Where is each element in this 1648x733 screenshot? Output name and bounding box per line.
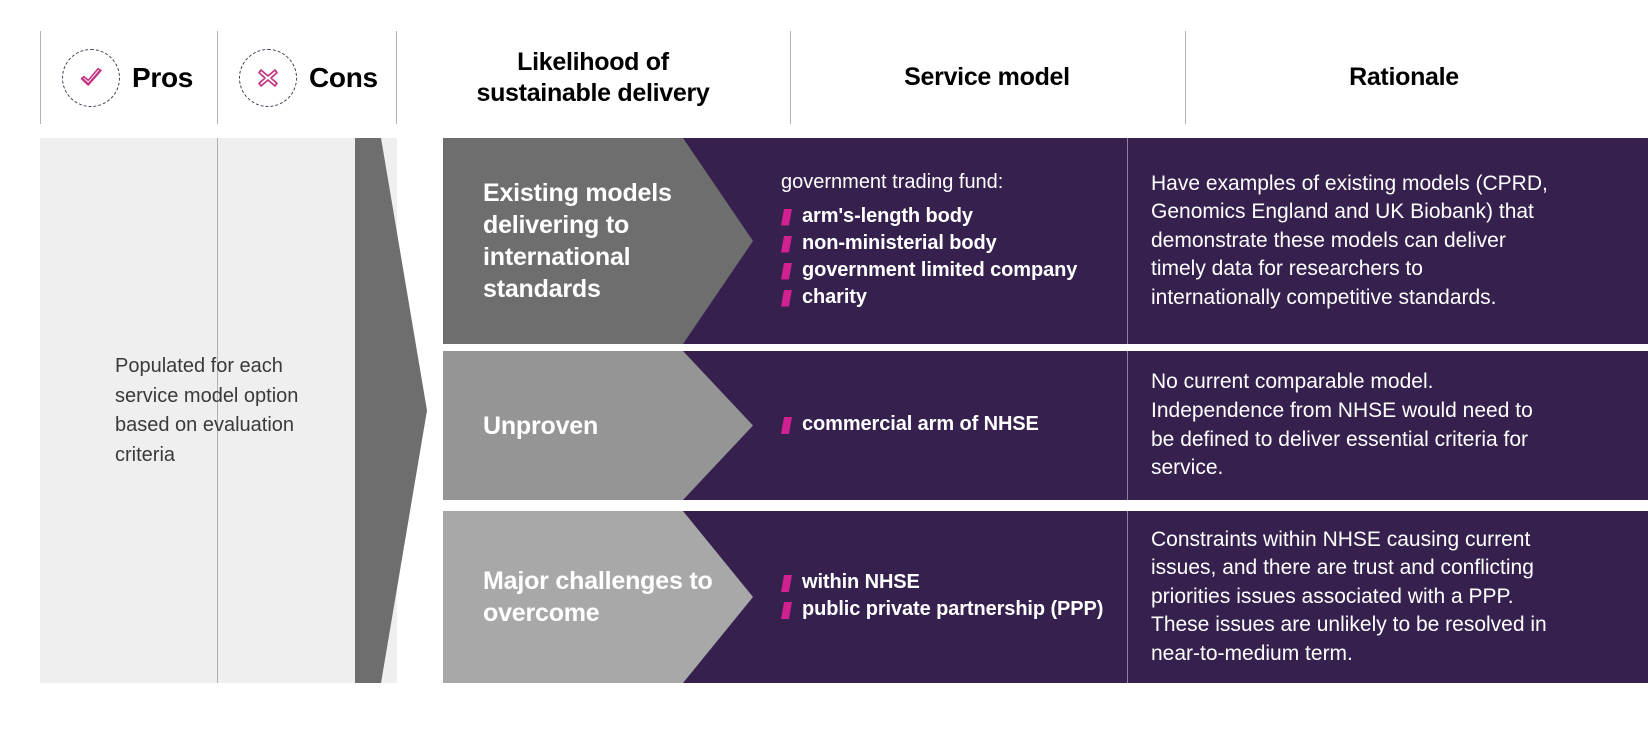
rationale-text: Constraints within NHSE causing current … — [1151, 527, 1547, 665]
bullet-marker-icon — [781, 602, 792, 619]
header-divider-4 — [1185, 31, 1186, 124]
list-item: arm's-length body — [781, 204, 1131, 228]
pros-header: Pros — [62, 40, 193, 116]
bullet-marker-icon — [781, 235, 792, 253]
bullet-marker-icon — [781, 262, 792, 280]
list-item: public private partnership (PPP) — [781, 597, 1131, 621]
list-item: government limited company — [781, 258, 1131, 282]
pros-cons-panel-note: Populated for each service model option … — [115, 355, 299, 466]
cons-label: Cons — [309, 62, 378, 93]
column-header-rationale: Rationale — [1349, 63, 1459, 92]
column-header-service-model: Service model — [904, 63, 1070, 92]
list-item-label: arm's-length body — [802, 204, 973, 227]
row-divider — [1127, 138, 1128, 344]
list-item: non-ministerial body — [781, 231, 1131, 255]
row-chevron-icon — [443, 351, 753, 500]
row-chevron-icon — [443, 138, 753, 344]
row-chevron-icon — [443, 511, 753, 683]
list-item-label: government limited company — [802, 258, 1078, 281]
row-rationale: Constraints within NHSE causing current … — [1151, 511, 1551, 683]
list-item: commercial arm of NHSE — [781, 412, 1131, 436]
row-service-models: within NHSE public private partnership (… — [781, 511, 1131, 683]
list-item: within NHSE — [781, 570, 1131, 594]
row-divider — [1127, 511, 1128, 683]
column-header-likelihood-line1: Likelihood of — [517, 47, 669, 76]
pros-cons-fill-panel — [40, 138, 397, 683]
table-row: Unproven commercial arm of NHSE No curre… — [443, 351, 1648, 500]
table-row: Existing models delivering to internatio… — [443, 138, 1648, 344]
table-row: Major challenges to overcome within NHSE… — [443, 511, 1648, 683]
row-title: Existing models delivering to internatio… — [483, 179, 672, 303]
rationale-text: Have examples of existing models (CPRD, … — [1151, 171, 1548, 309]
list-item-label: charity — [802, 285, 867, 308]
row-service-models: government trading fund: arm's-length bo… — [781, 138, 1131, 344]
list-item-label: public private partnership (PPP) — [802, 598, 1104, 620]
bullet-marker-icon — [781, 575, 792, 592]
row-service-models: commercial arm of NHSE — [781, 351, 1131, 500]
pros-cons-panel-divider — [217, 138, 218, 683]
bullet-marker-icon — [781, 208, 792, 226]
pros-label: Pros — [132, 62, 194, 93]
row-title: Major challenges to overcome — [483, 567, 713, 627]
list-item-label: commercial arm of NHSE — [802, 413, 1039, 435]
cross-circle-icon — [239, 49, 297, 107]
header-divider-3 — [790, 31, 791, 124]
row-rationale: Have examples of existing models (CPRD, … — [1151, 138, 1551, 344]
bullet-marker-icon — [781, 289, 792, 307]
service-models-lead: government trading fund: — [781, 170, 1004, 193]
row-rationale: No current comparable model. Independenc… — [1151, 351, 1551, 500]
list-item-label: non-ministerial body — [802, 231, 997, 254]
flow-arrow-icon — [355, 138, 427, 683]
row-divider — [1127, 351, 1128, 500]
row-title: Unproven — [483, 411, 599, 440]
bullet-marker-icon — [781, 417, 792, 434]
list-item: charity — [781, 285, 1131, 309]
column-header-likelihood: Likelihood of sustainable delivery — [400, 36, 786, 120]
header-divider-0 — [40, 31, 41, 124]
column-header-likelihood-line2: sustainable delivery — [476, 79, 710, 107]
header-divider-2 — [396, 31, 397, 124]
table-header: Pros Cons Likelihood of sustainable deli… — [0, 0, 1648, 137]
check-circle-icon — [62, 49, 120, 107]
cons-header: Cons — [239, 40, 378, 116]
rationale-text: No current comparable model. Independenc… — [1151, 370, 1533, 480]
header-divider-1 — [217, 31, 218, 124]
list-item-label: within NHSE — [802, 571, 920, 593]
